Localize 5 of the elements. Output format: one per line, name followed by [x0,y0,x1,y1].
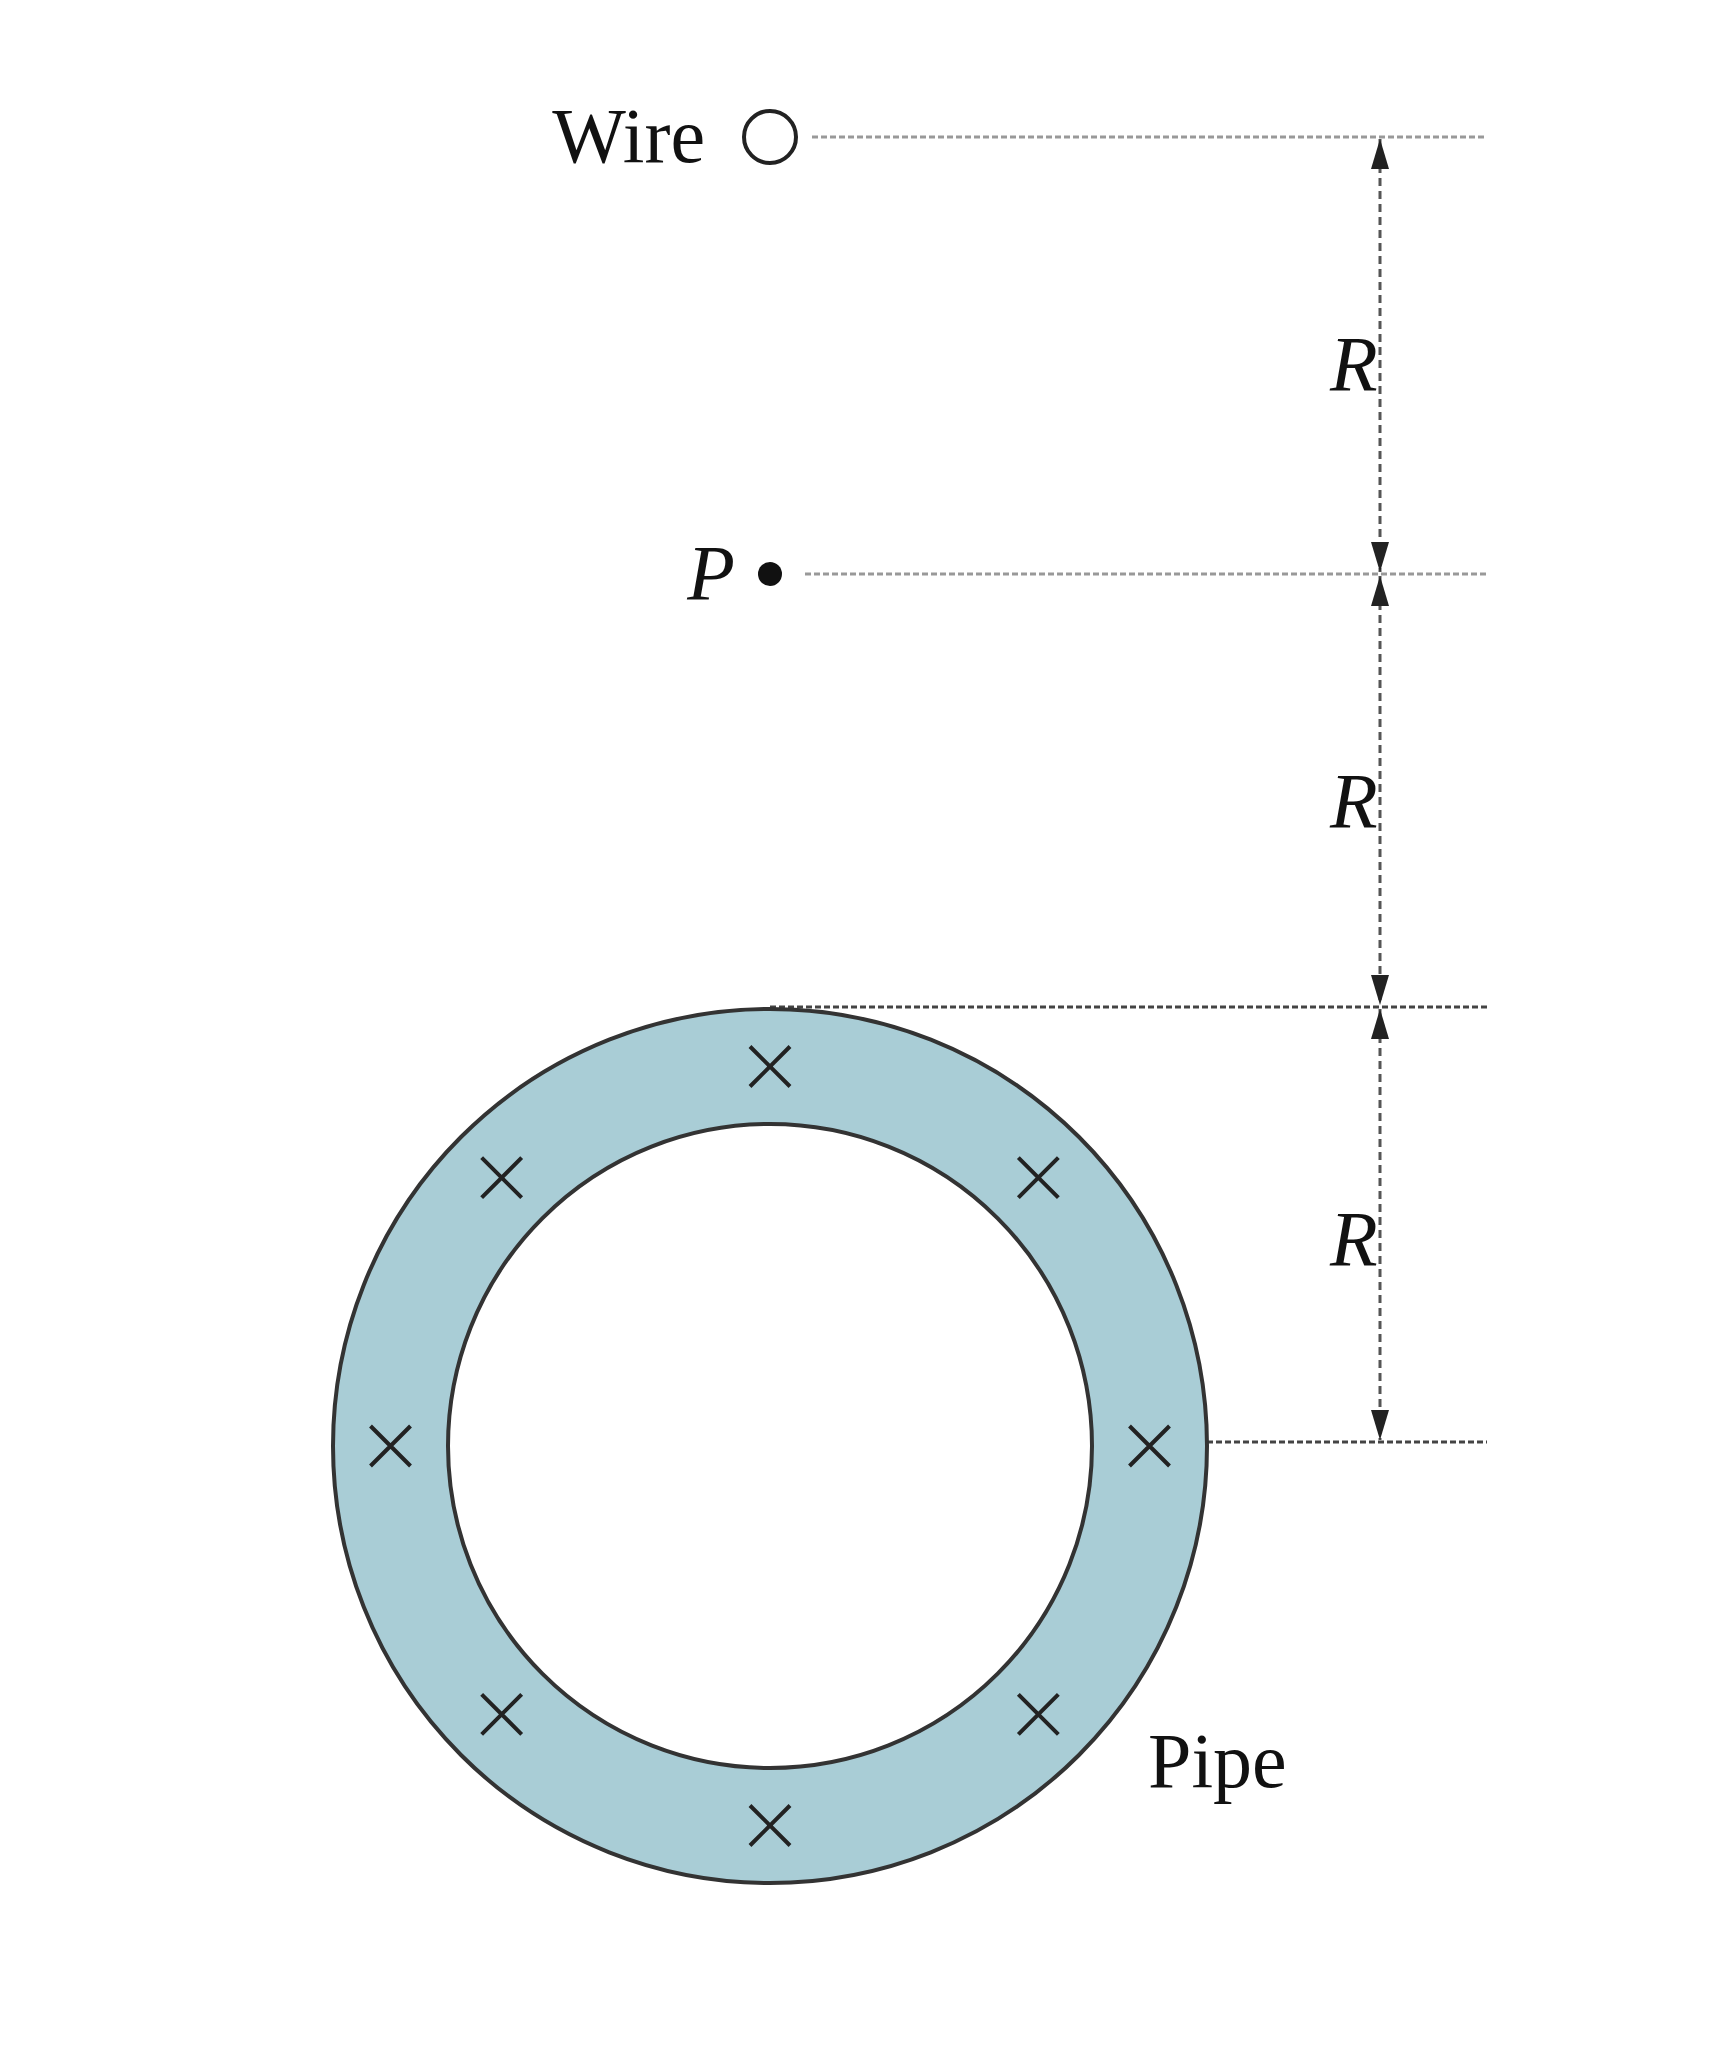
wire-label: Wire [552,97,705,175]
distance-label: R [1330,325,1378,403]
distance-label: R [1330,1200,1378,1278]
distance-label: R [1330,762,1378,840]
point-label: P [687,534,735,612]
